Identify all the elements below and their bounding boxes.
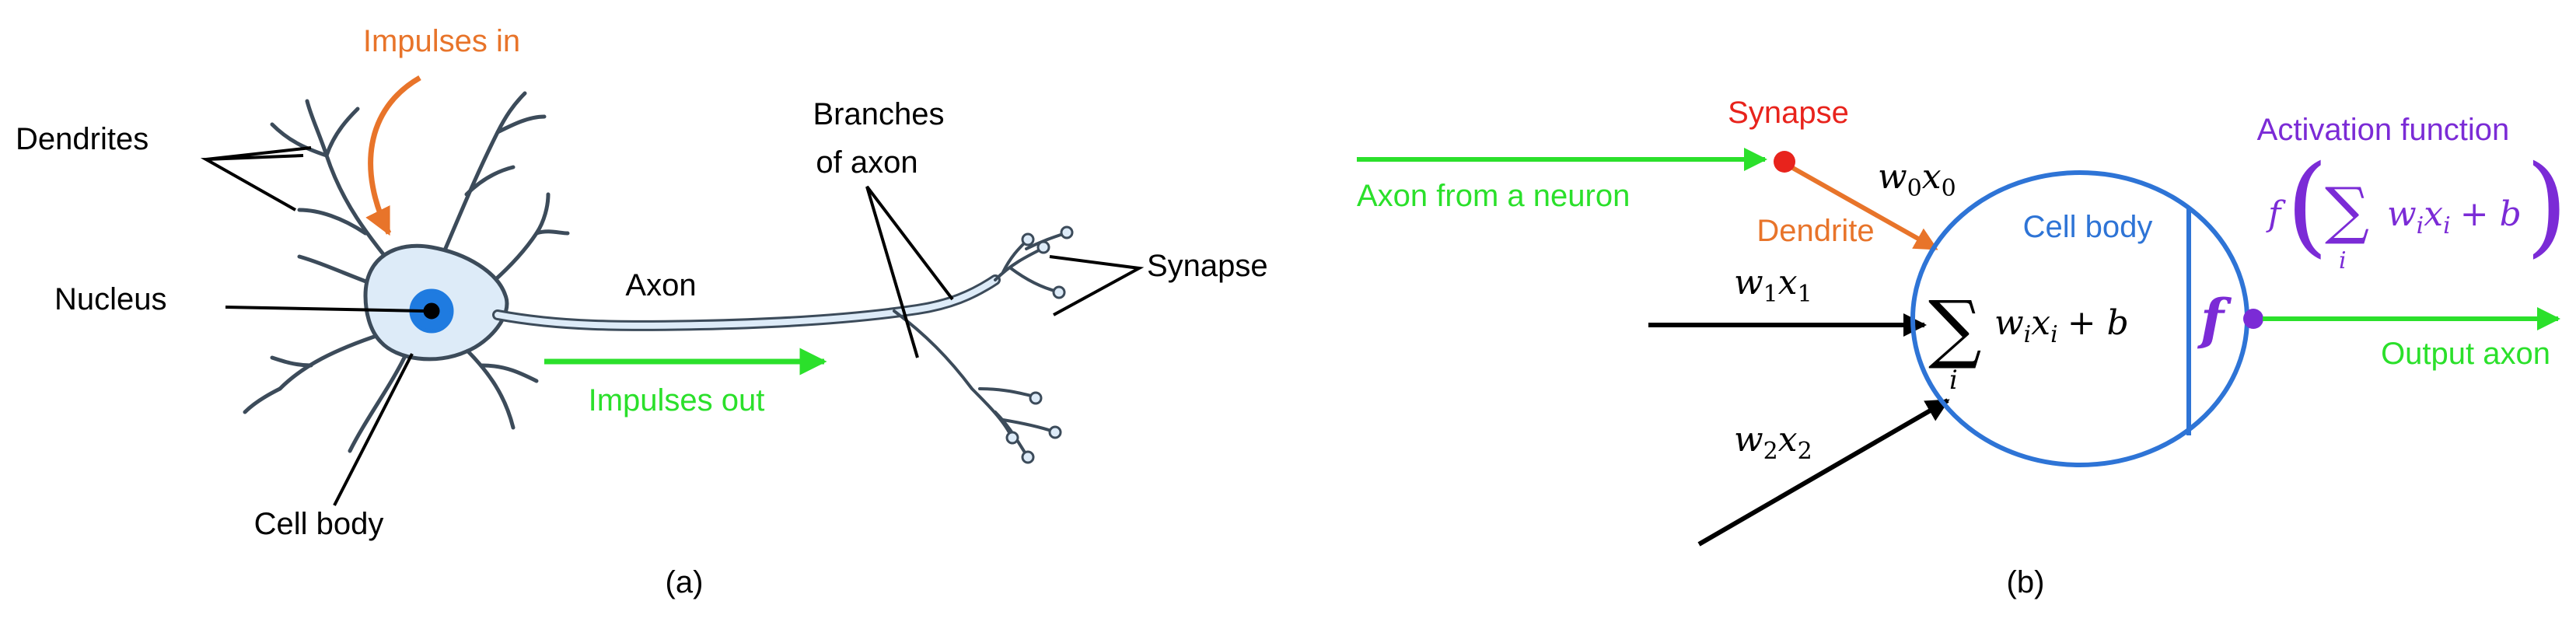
w1x1-label: w1x1 — [1734, 263, 1812, 308]
branches-label-line1: Branches — [813, 97, 945, 131]
activation-formula: f ( ∑ i wixi+ b ) — [2266, 142, 2568, 274]
sum-symbol: ∑ — [1928, 285, 1982, 372]
svg-text:∑: ∑ — [2325, 174, 2369, 246]
w0x0-label: w0x0 — [1878, 157, 1956, 202]
synapse-pointer-a — [1049, 255, 1145, 316]
dendrite-label: Dendrite — [1756, 214, 1874, 248]
impulses-in-arrow — [365, 75, 421, 236]
cell-body-label-b: Cell body — [2023, 210, 2153, 244]
panel-a: Impulses in Dendrites Nucleus Cell body … — [16, 24, 1268, 599]
synapse-dot — [1774, 151, 1795, 173]
dendrite-branches — [243, 91, 570, 453]
caption-b: (b) — [2007, 565, 2045, 599]
nucleus-pointer — [225, 306, 425, 313]
axon-from-neuron-label: Axon from a neuron — [1357, 179, 1630, 213]
svg-text:(: ( — [2286, 142, 2329, 269]
synapse-label-b: Synapse — [1728, 96, 1849, 130]
panel-b: Axon from a neuron Synapse w0x0 Dendrite… — [1357, 96, 2568, 599]
branches-pointer — [865, 185, 954, 358]
impulses-out-label: Impulses out — [589, 383, 765, 418]
svg-text:wixi+ b: wixi+ b — [2387, 194, 2522, 239]
dendrites-label: Dendrites — [16, 122, 149, 156]
input-2-arrow — [1697, 398, 1950, 547]
svg-text:f: f — [2266, 194, 2286, 234]
branches-label-line2: of axon — [816, 145, 918, 180]
activation-f: f — [2197, 287, 2232, 351]
nucleus-label: Nucleus — [54, 282, 167, 316]
output-axon-label: Output axon — [2381, 337, 2550, 371]
output-dot — [2243, 309, 2263, 329]
svg-text:i: i — [2339, 247, 2347, 274]
cell-body-label-a: Cell body — [254, 507, 384, 541]
cell-body-pointer-a — [333, 353, 414, 506]
dendrite-arrow — [1783, 161, 1938, 251]
axon-label: Axon — [625, 268, 696, 302]
impulses-in-label: Impulses in — [363, 24, 520, 58]
svg-text:): ) — [2525, 142, 2568, 269]
w2x2-label: w2x2 — [1734, 420, 1812, 465]
nucleus-inner — [423, 302, 440, 320]
neuron-illustration — [243, 91, 1074, 464]
sum-expression: wixi+ b — [1994, 303, 2129, 348]
dendrites-pointer — [200, 146, 312, 211]
caption-a: (a) — [666, 565, 704, 599]
sum-index: i — [1949, 365, 1958, 396]
axon-terminals — [893, 232, 1067, 456]
synapse-label-a: Synapse — [1147, 249, 1268, 283]
activation-function-label: Activation function — [2257, 113, 2510, 147]
terminal-buttons — [1005, 225, 1074, 464]
axon — [492, 274, 1001, 331]
